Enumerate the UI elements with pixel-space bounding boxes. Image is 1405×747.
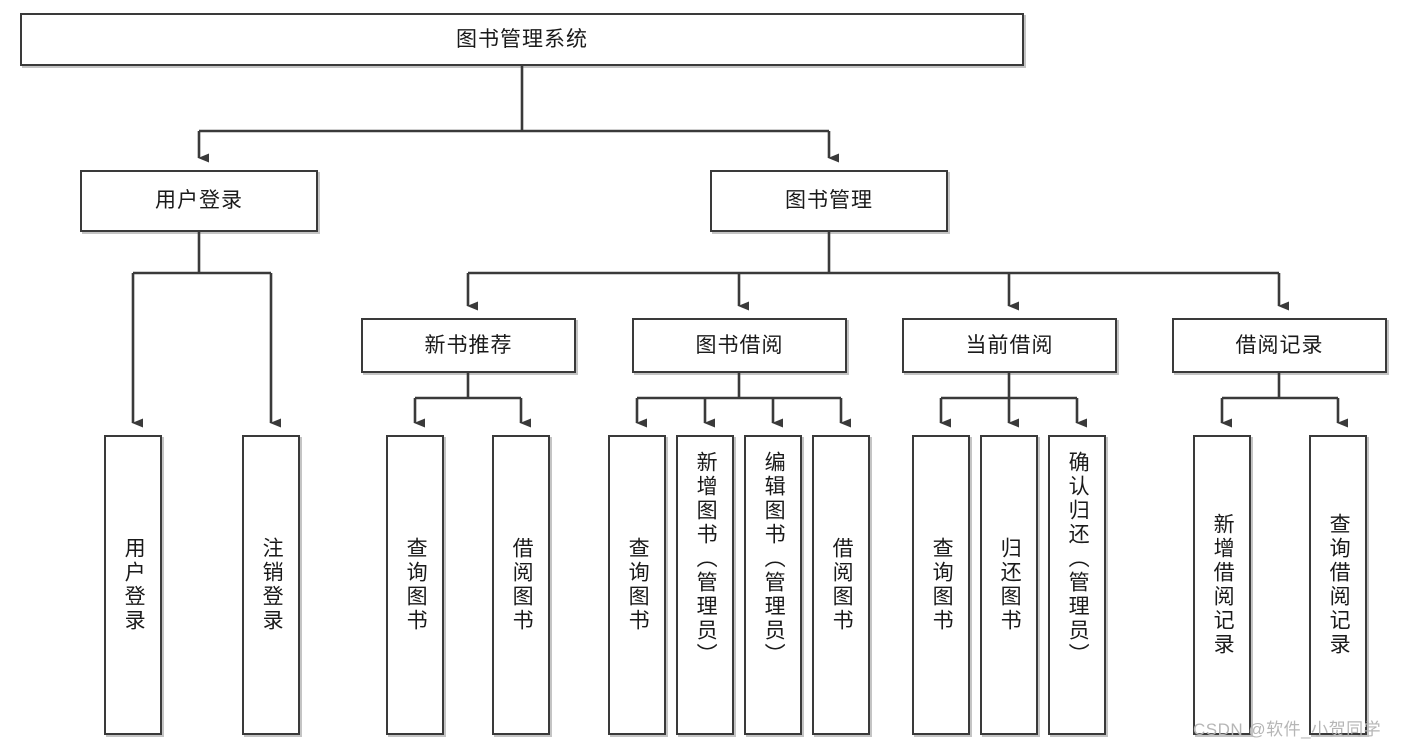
node-label: 确认归还（管理员）	[1066, 451, 1090, 667]
leaf-borrow-add-book-admin[interactable]: 新增图书（管理员）	[676, 435, 734, 735]
node-new-book-recommend[interactable]: 新书推荐	[361, 318, 576, 373]
node-label: 查询图书	[626, 537, 650, 633]
leaf-borrow-query-book[interactable]: 查询图书	[608, 435, 666, 735]
node-label: 查询图书	[404, 537, 428, 633]
node-label: 查询图书	[930, 537, 954, 633]
node-label: 图书管理	[785, 189, 873, 213]
leaf-record-add-borrow-record[interactable]: 新增借阅记录	[1193, 435, 1251, 735]
node-label: 查询借阅记录	[1327, 513, 1351, 657]
node-root-book-management-system[interactable]: 图书管理系统	[20, 13, 1024, 66]
node-label: 注销登录	[260, 537, 284, 633]
leaf-new-book-borrow-book[interactable]: 借阅图书	[492, 435, 550, 735]
leaf-user-login-logout[interactable]: 注销登录	[242, 435, 300, 735]
leaf-user-login-login[interactable]: 用户登录	[104, 435, 162, 735]
node-label: 借阅图书	[510, 537, 534, 633]
node-label: 借阅图书	[830, 537, 854, 633]
leaf-current-return-book[interactable]: 归还图书	[980, 435, 1038, 735]
node-label: 用户登录	[122, 537, 146, 633]
leaf-record-query-borrow-record[interactable]: 查询借阅记录	[1309, 435, 1367, 735]
node-label: 当前借阅	[965, 333, 1054, 357]
leaf-current-confirm-return-admin[interactable]: 确认归还（管理员）	[1048, 435, 1106, 735]
node-label: 新书推荐	[424, 333, 513, 357]
node-label: 编辑图书（管理员）	[762, 451, 786, 667]
node-current-borrow[interactable]: 当前借阅	[902, 318, 1117, 373]
csdn-watermark: CSDN @软件_小贺同学	[1193, 720, 1382, 739]
leaf-borrow-edit-book-admin[interactable]: 编辑图书（管理员）	[744, 435, 802, 735]
leaf-borrow-borrow-book[interactable]: 借阅图书	[812, 435, 870, 735]
node-label: 借阅记录	[1235, 333, 1324, 357]
leaf-new-book-query-book[interactable]: 查询图书	[386, 435, 444, 735]
node-label: 归还图书	[998, 537, 1022, 633]
node-label: 新增图书（管理员）	[694, 451, 718, 667]
node-user-login[interactable]: 用户登录	[80, 170, 318, 232]
leaf-current-query-book[interactable]: 查询图书	[912, 435, 970, 735]
node-label: 用户登录	[155, 189, 243, 213]
node-book-management[interactable]: 图书管理	[710, 170, 948, 232]
node-label: 图书管理系统	[456, 27, 588, 51]
node-borrow-record[interactable]: 借阅记录	[1172, 318, 1387, 373]
node-label: 新增借阅记录	[1211, 513, 1235, 657]
node-label: 图书借阅	[695, 333, 784, 357]
node-book-borrow[interactable]: 图书借阅	[632, 318, 847, 373]
